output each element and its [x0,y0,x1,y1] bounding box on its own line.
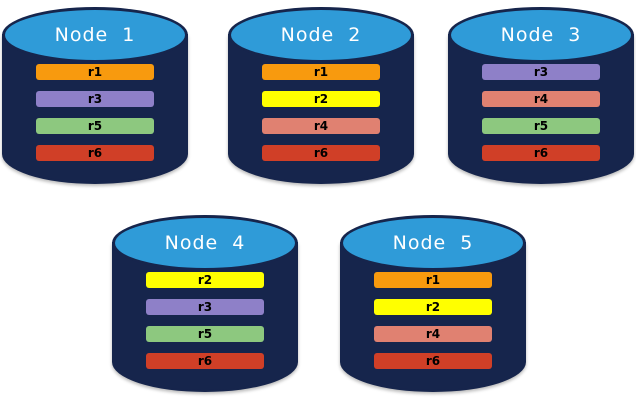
replica-list: r3 r4 r5 r6 [448,64,634,161]
cylinder-top-ellipse [448,7,634,63]
replica-bar-r1[interactable]: r1 [262,64,380,80]
replica-bar-r4[interactable]: r4 [482,91,600,107]
replica-bar-r5[interactable]: r5 [36,118,154,134]
node-label: Node 5 [392,232,474,254]
replica-bar-r3[interactable]: r3 [36,91,154,107]
replica-bar-r6[interactable]: r6 [146,353,264,369]
replica-bar-r1[interactable]: r1 [36,64,154,80]
replica-bar-r6[interactable]: r6 [482,145,600,161]
cylinder-top-ellipse [340,215,526,271]
replica-bar-r2[interactable]: r2 [374,299,492,315]
node-cylinder-4[interactable]: Node 4 r2 r3 r5 r6 [112,212,298,397]
node-cylinder-5[interactable]: Node 5 r1 r2 r4 r6 [340,212,526,397]
replica-list: r1 r2 r4 r6 [228,64,414,161]
replica-bar-r4[interactable]: r4 [374,326,492,342]
replica-list: r2 r3 r5 r6 [112,272,298,369]
cylinder-top-ellipse [2,7,188,63]
replica-bar-r5[interactable]: r5 [146,326,264,342]
replica-bar-r6[interactable]: r6 [262,145,380,161]
replica-bar-r6[interactable]: r6 [36,145,154,161]
node-cylinder-3[interactable]: Node 3 r3 r4 r5 r6 [448,4,634,189]
cylinder-top-ellipse [112,215,298,271]
replica-bar-r2[interactable]: r2 [146,272,264,288]
replica-list: r1 r3 r5 r6 [2,64,188,161]
node-cylinder-2[interactable]: Node 2 r1 r2 r4 r6 [228,4,414,189]
replica-bar-r3[interactable]: r3 [146,299,264,315]
replica-bar-r1[interactable]: r1 [374,272,492,288]
replica-list: r1 r2 r4 r6 [340,272,526,369]
node-label: Node 3 [500,24,582,46]
node-label: Node 4 [164,232,246,254]
node-label: Node 1 [54,24,136,46]
node-label: Node 2 [280,24,362,46]
cylinder-top-ellipse [228,7,414,63]
replica-bar-r2[interactable]: r2 [262,91,380,107]
replica-bar-r5[interactable]: r5 [482,118,600,134]
node-cylinder-1[interactable]: Node 1 r1 r3 r5 r6 [2,4,188,189]
replica-bar-r6[interactable]: r6 [374,353,492,369]
replica-bar-r3[interactable]: r3 [482,64,600,80]
replica-bar-r4[interactable]: r4 [262,118,380,134]
